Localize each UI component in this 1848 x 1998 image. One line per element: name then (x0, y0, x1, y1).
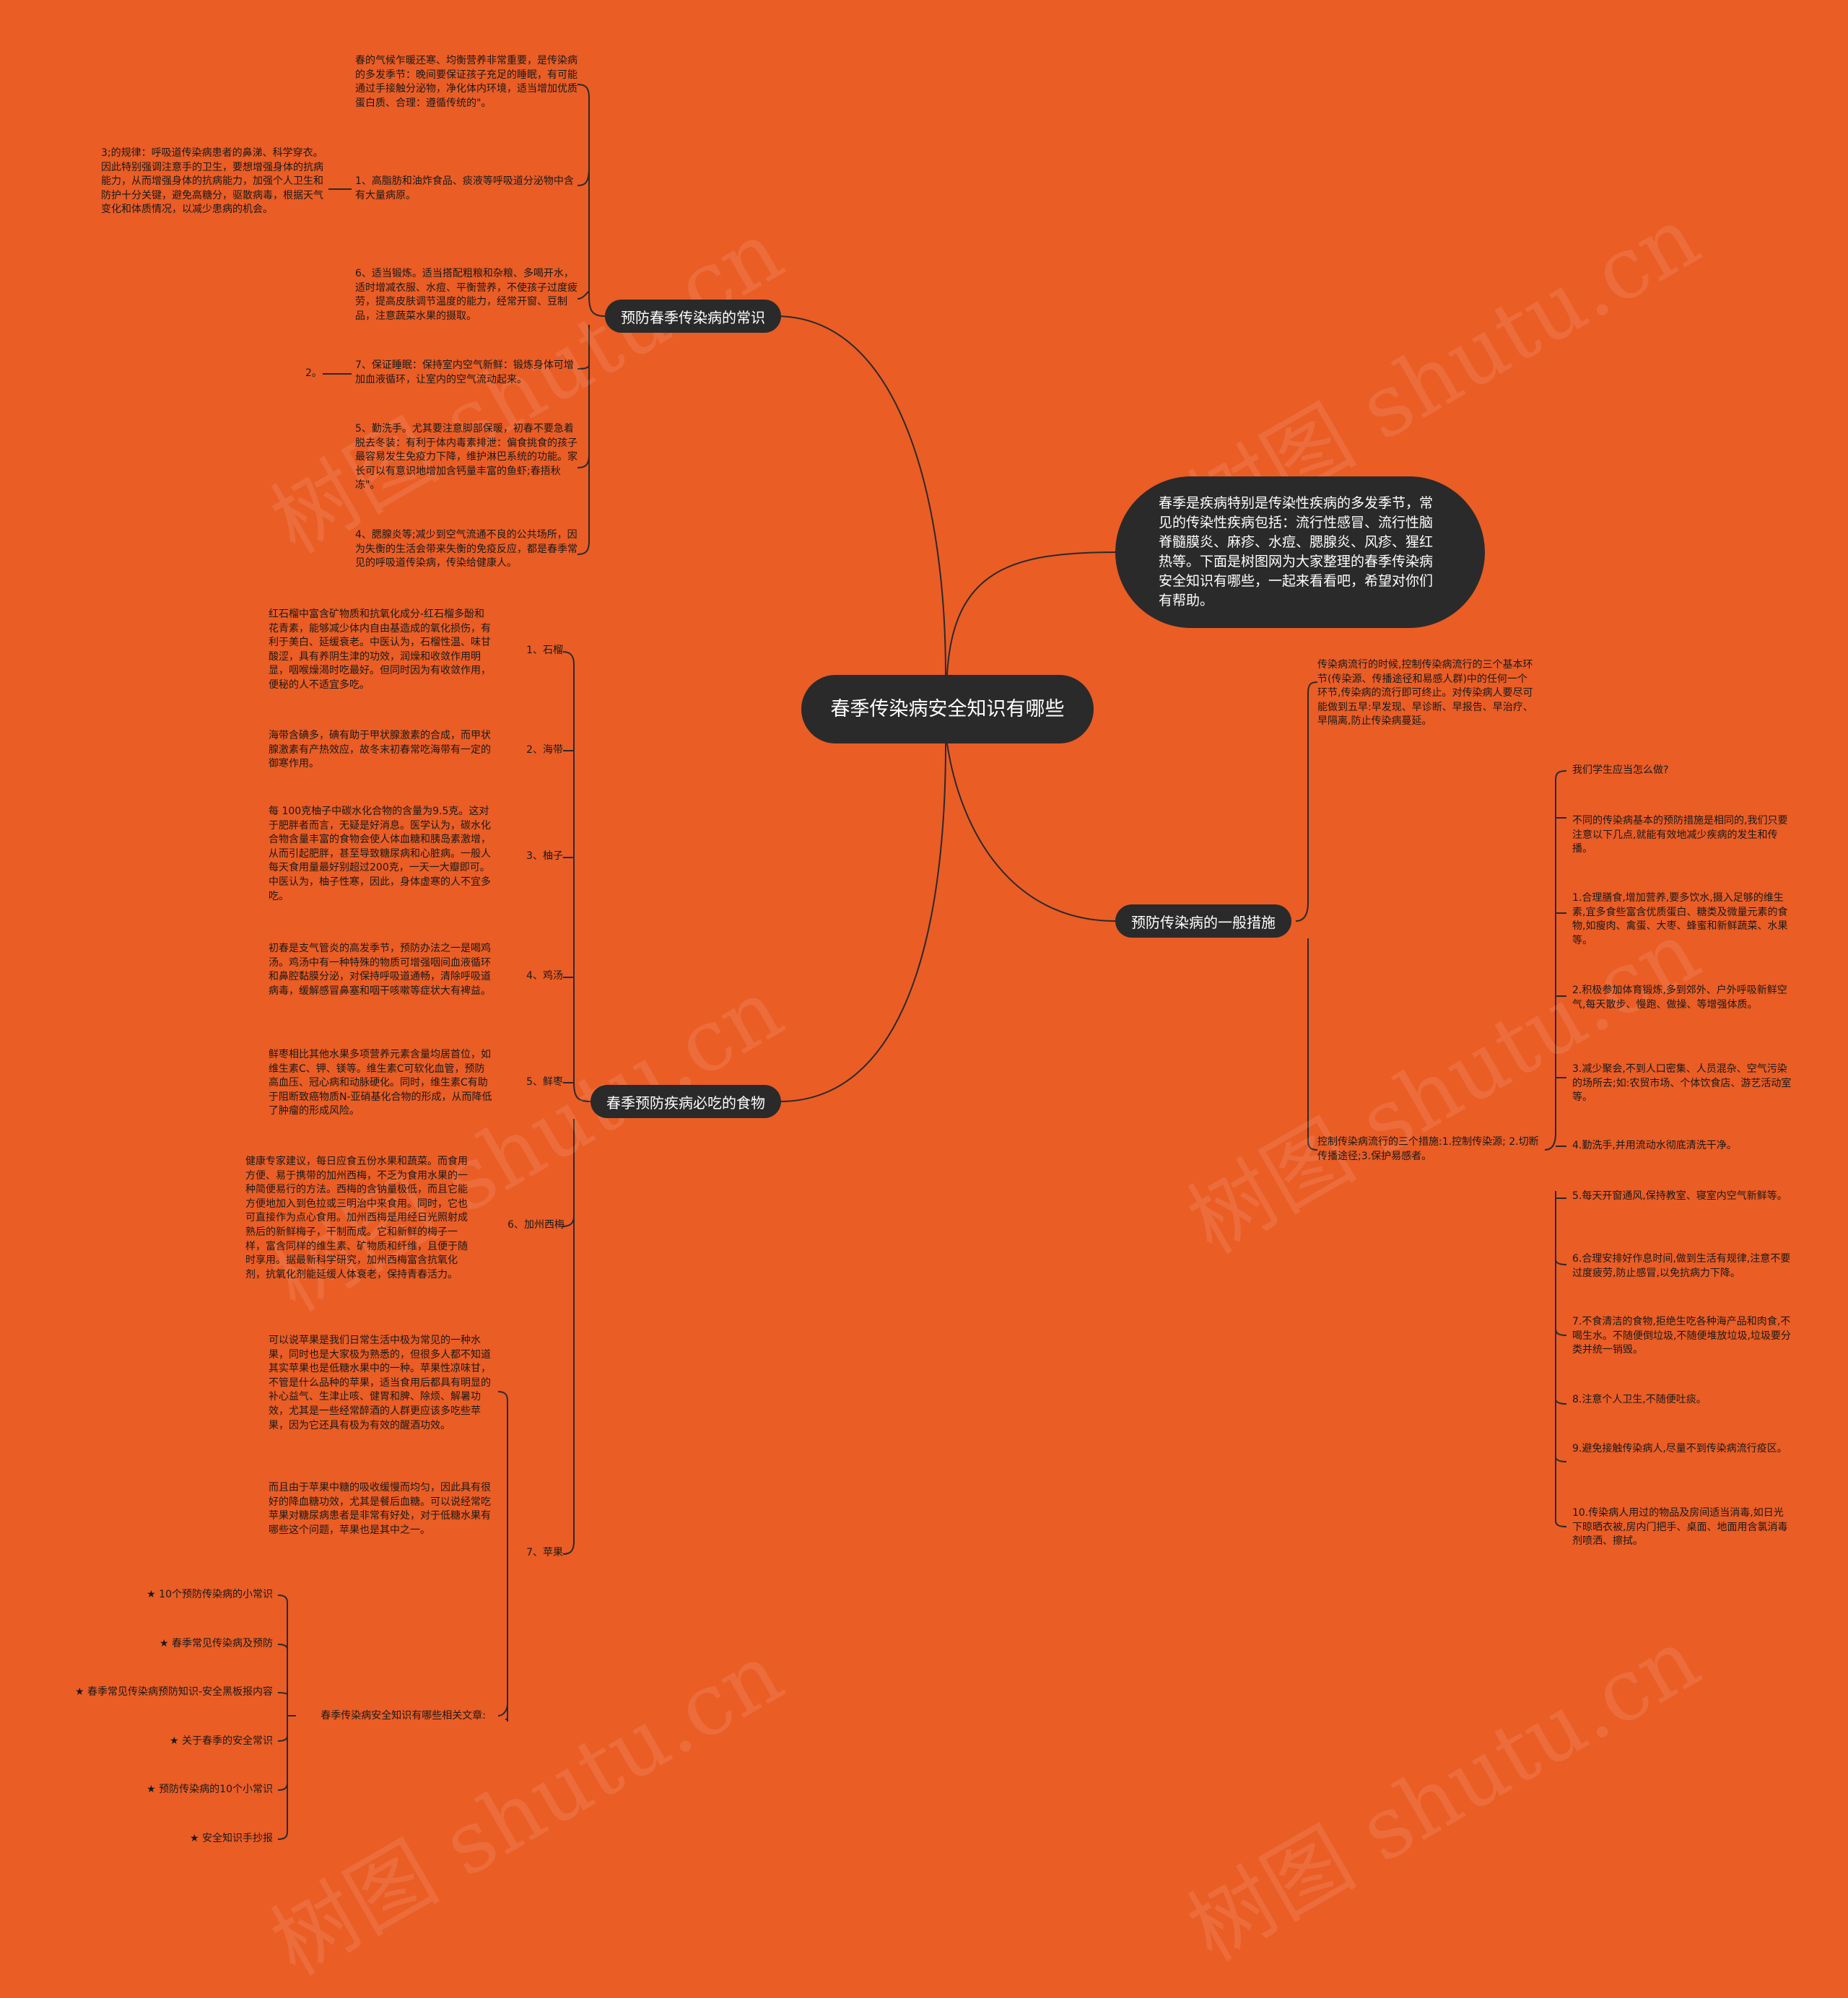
leaf-text: 4、腮腺炎等;减少到空气流通不良的公共场所，因为失衡的生活会带来失衡的免疫反应，… (355, 529, 578, 570)
related-link[interactable]: ★ 预防传染病的10个小常识 (147, 1784, 273, 1795)
measure-item: 4.勤洗手,并用流动水彻底清洗干净。 (1572, 1140, 1737, 1151)
food-desc: 红石榴中富含矿物质和抗氧化成分-红石榴多酚和花青素，能够减少体内自由基造成的氧化… (269, 608, 491, 691)
related-link[interactable]: ★ 10个预防传染病的小常识 (147, 1589, 273, 1600)
related-title: 春季传染病安全知识有哪些相关文章: (321, 1710, 486, 1722)
connector-lines (277, 84, 1567, 1840)
leaf-text: 传染病流行的时候,控制传染病流行的三个基本环节(传染源、传播途径和易感人群)中的… (1317, 659, 1533, 728)
edge-root-branch2 (779, 743, 946, 1102)
leaf-text: 5、勤洗手。尤其要注意脚部保暖，初春不要急着脱去冬装：有利于体内毒素排泄：偏食挑… (355, 423, 578, 492)
measure-item: 不同的传染病基本的预防措施是相同的,我们只要注意以下几点,就能有效地减少疾病的发… (1572, 815, 1788, 855)
food-desc: 每 100克柚子中碳水化合物的含量为9.5克。这对于肥胖者而言，无疑是好消息。医… (269, 806, 491, 902)
edge-root-intro (946, 551, 1116, 676)
food-name: 7、苹果 (526, 1547, 563, 1558)
leaf-text: 3;的规律：呼吸道传染病患者的鼻涕、科学穿衣。因此特别强调注意手的卫生，要想增强… (101, 147, 323, 216)
root-node[interactable]: 春季传染病安全知识有哪些 (801, 675, 1094, 743)
related-link[interactable]: ★ 春季常见传染病及预防 (159, 1638, 273, 1649)
edge-root-branch3 (946, 743, 1116, 922)
branch-node-measures[interactable]: 预防传染病的一般措施 (1115, 904, 1291, 938)
food-name: 1、石榴 (526, 645, 563, 656)
related-link[interactable]: ★ 安全知识手抄报 (189, 1833, 273, 1844)
measure-item: 3.减少聚会,不到人口密集、人员混杂、空气污染的场所去;如:农贸市场、个体饮食店… (1572, 1063, 1792, 1104)
edge-apple-bracket (497, 1391, 508, 1722)
measure-item: 9.避免接触传染病人,尽量不到传染病流行疫区。 (1572, 1443, 1787, 1454)
branch-node-foods[interactable]: 春季预防疾病必吃的食物 (590, 1085, 781, 1118)
branch-label: 预防春季传染病的常识 (621, 308, 765, 326)
branch-node-common-sense[interactable]: 预防春季传染病的常识 (605, 300, 781, 333)
edge-related-bracket (277, 1595, 296, 1840)
intro-node[interactable]: 春季是疾病特别是传染性疾病的多发季节，常见的传染性疾病包括：流行性感冒、流行性脑… (1115, 476, 1485, 628)
related-link[interactable]: ★ 关于春季的安全常识 (169, 1735, 273, 1747)
bracket-branch2 (562, 651, 591, 1555)
food-name: 2、海带 (526, 744, 563, 756)
measure-item: 2.积极参加体育锻炼,多到郊外、户外呼吸新鲜空气,每天散步、慢跑、做操、等增强体… (1572, 985, 1787, 1011)
food-desc: 而且由于苹果中糖的吸收缓慢而均匀，因此具有很好的降血糖功效，尤其是餐后血糖。可以… (269, 1482, 491, 1536)
food-desc: 可以说苹果是我们日常生活中极为常见的一种水果，同时也是大家极为熟悉的，但很多人都… (269, 1335, 491, 1431)
measure-item: 10.传染病人用过的物品及房间适当消毒,如日光下晾晒衣被,房内门把手、桌面、地面… (1572, 1507, 1788, 1548)
measure-item: 8.注意个人卫生,不随便吐痰。 (1572, 1394, 1707, 1405)
food-desc: 海带含碘多，碘有助于甲状腺激素的合成，而甲状腺激素有产热效应，故冬末初春常吃海带… (269, 730, 491, 770)
food-name: 5、鲜枣 (526, 1076, 563, 1088)
leaf-text: 控制传染病流行的三个措施:1.控制传染源; 2.切断传播途径;3.保护易感者。 (1317, 1136, 1539, 1162)
leaf-text: 7、保证睡眠：保持室内空气新鲜：锻炼身体可增加血液循环，让室内的空气流动起来。 (355, 359, 574, 385)
related-link[interactable]: ★ 春季常见传染病预防知识-安全黑板报内容 (74, 1686, 273, 1698)
branch-label: 春季预防疾病必吃的食物 (606, 1094, 765, 1112)
food-desc: 健康专家建议，每日应食五份水果和蔬菜。而食用方便、易于携带的加州西梅，不乏为食用… (245, 1156, 468, 1281)
measure-item: 6.合理安排好作息时间,做到生活有规律,注意不要过度疲劳,防止感冒,以免抗病力下… (1572, 1253, 1791, 1279)
measure-item: 我们学生应当怎么做? (1572, 764, 1669, 776)
food-desc: 鲜枣相比其他水果多项营养元素含量均居首位，如维生素C、钾、镁等。维生素C可软化血… (269, 1049, 492, 1117)
leaf-text: 1、高脂肪和油炸食品、痰液等呼吸道分泌物中含有大量病原。 (355, 175, 574, 201)
measure-item: 7.不食清洁的食物,拒绝生吃各种海产品和肉食,不喝生水。不随便倒垃圾,不随便堆放… (1572, 1316, 1791, 1356)
food-desc: 初春是支气管炎的高发季节，预防办法之一是喝鸡汤。鸡汤中有一种特殊的物质可增强咽间… (269, 943, 491, 997)
intro-text: 春季是疾病特别是传染性疾病的多发季节，常见的传染性疾病包括：流行性感冒、流行性脑… (1159, 495, 1434, 608)
leaf-text: 春的气候乍暖还寒、均衡营养非常重要，是传染病的多发季节：晚间要保证孩子充足的睡眠… (355, 55, 578, 109)
branch-label: 预防传染病的一般措施 (1131, 913, 1276, 931)
bracket-branch1 (577, 84, 606, 555)
bracket-branch3-items (1544, 770, 1567, 1527)
edge-root-branch1 (775, 315, 946, 676)
bracket-branch3 (1295, 681, 1318, 1151)
food-name: 4、鸡汤 (526, 970, 563, 982)
food-name: 3、柚子 (526, 850, 563, 862)
leaf-text: 6、适当锻炼。适当搭配粗粮和杂粮、多喝开水，适时增减衣服、水痘、平衡营养，不使孩… (355, 268, 578, 322)
measure-item: 5.每天开窗通风,保持教室、寝室内空气新鲜等。 (1572, 1190, 1787, 1202)
root-label: 春季传染病安全知识有哪些 (830, 698, 1065, 720)
leaf-text: 2。 (305, 367, 322, 379)
measure-item: 1.合理膳食,增加营养,要多饮水,摄入足够的维生素,宜多食些富含优质蛋白、糖类及… (1572, 892, 1788, 946)
food-name: 6、加州西梅 (507, 1219, 565, 1231)
